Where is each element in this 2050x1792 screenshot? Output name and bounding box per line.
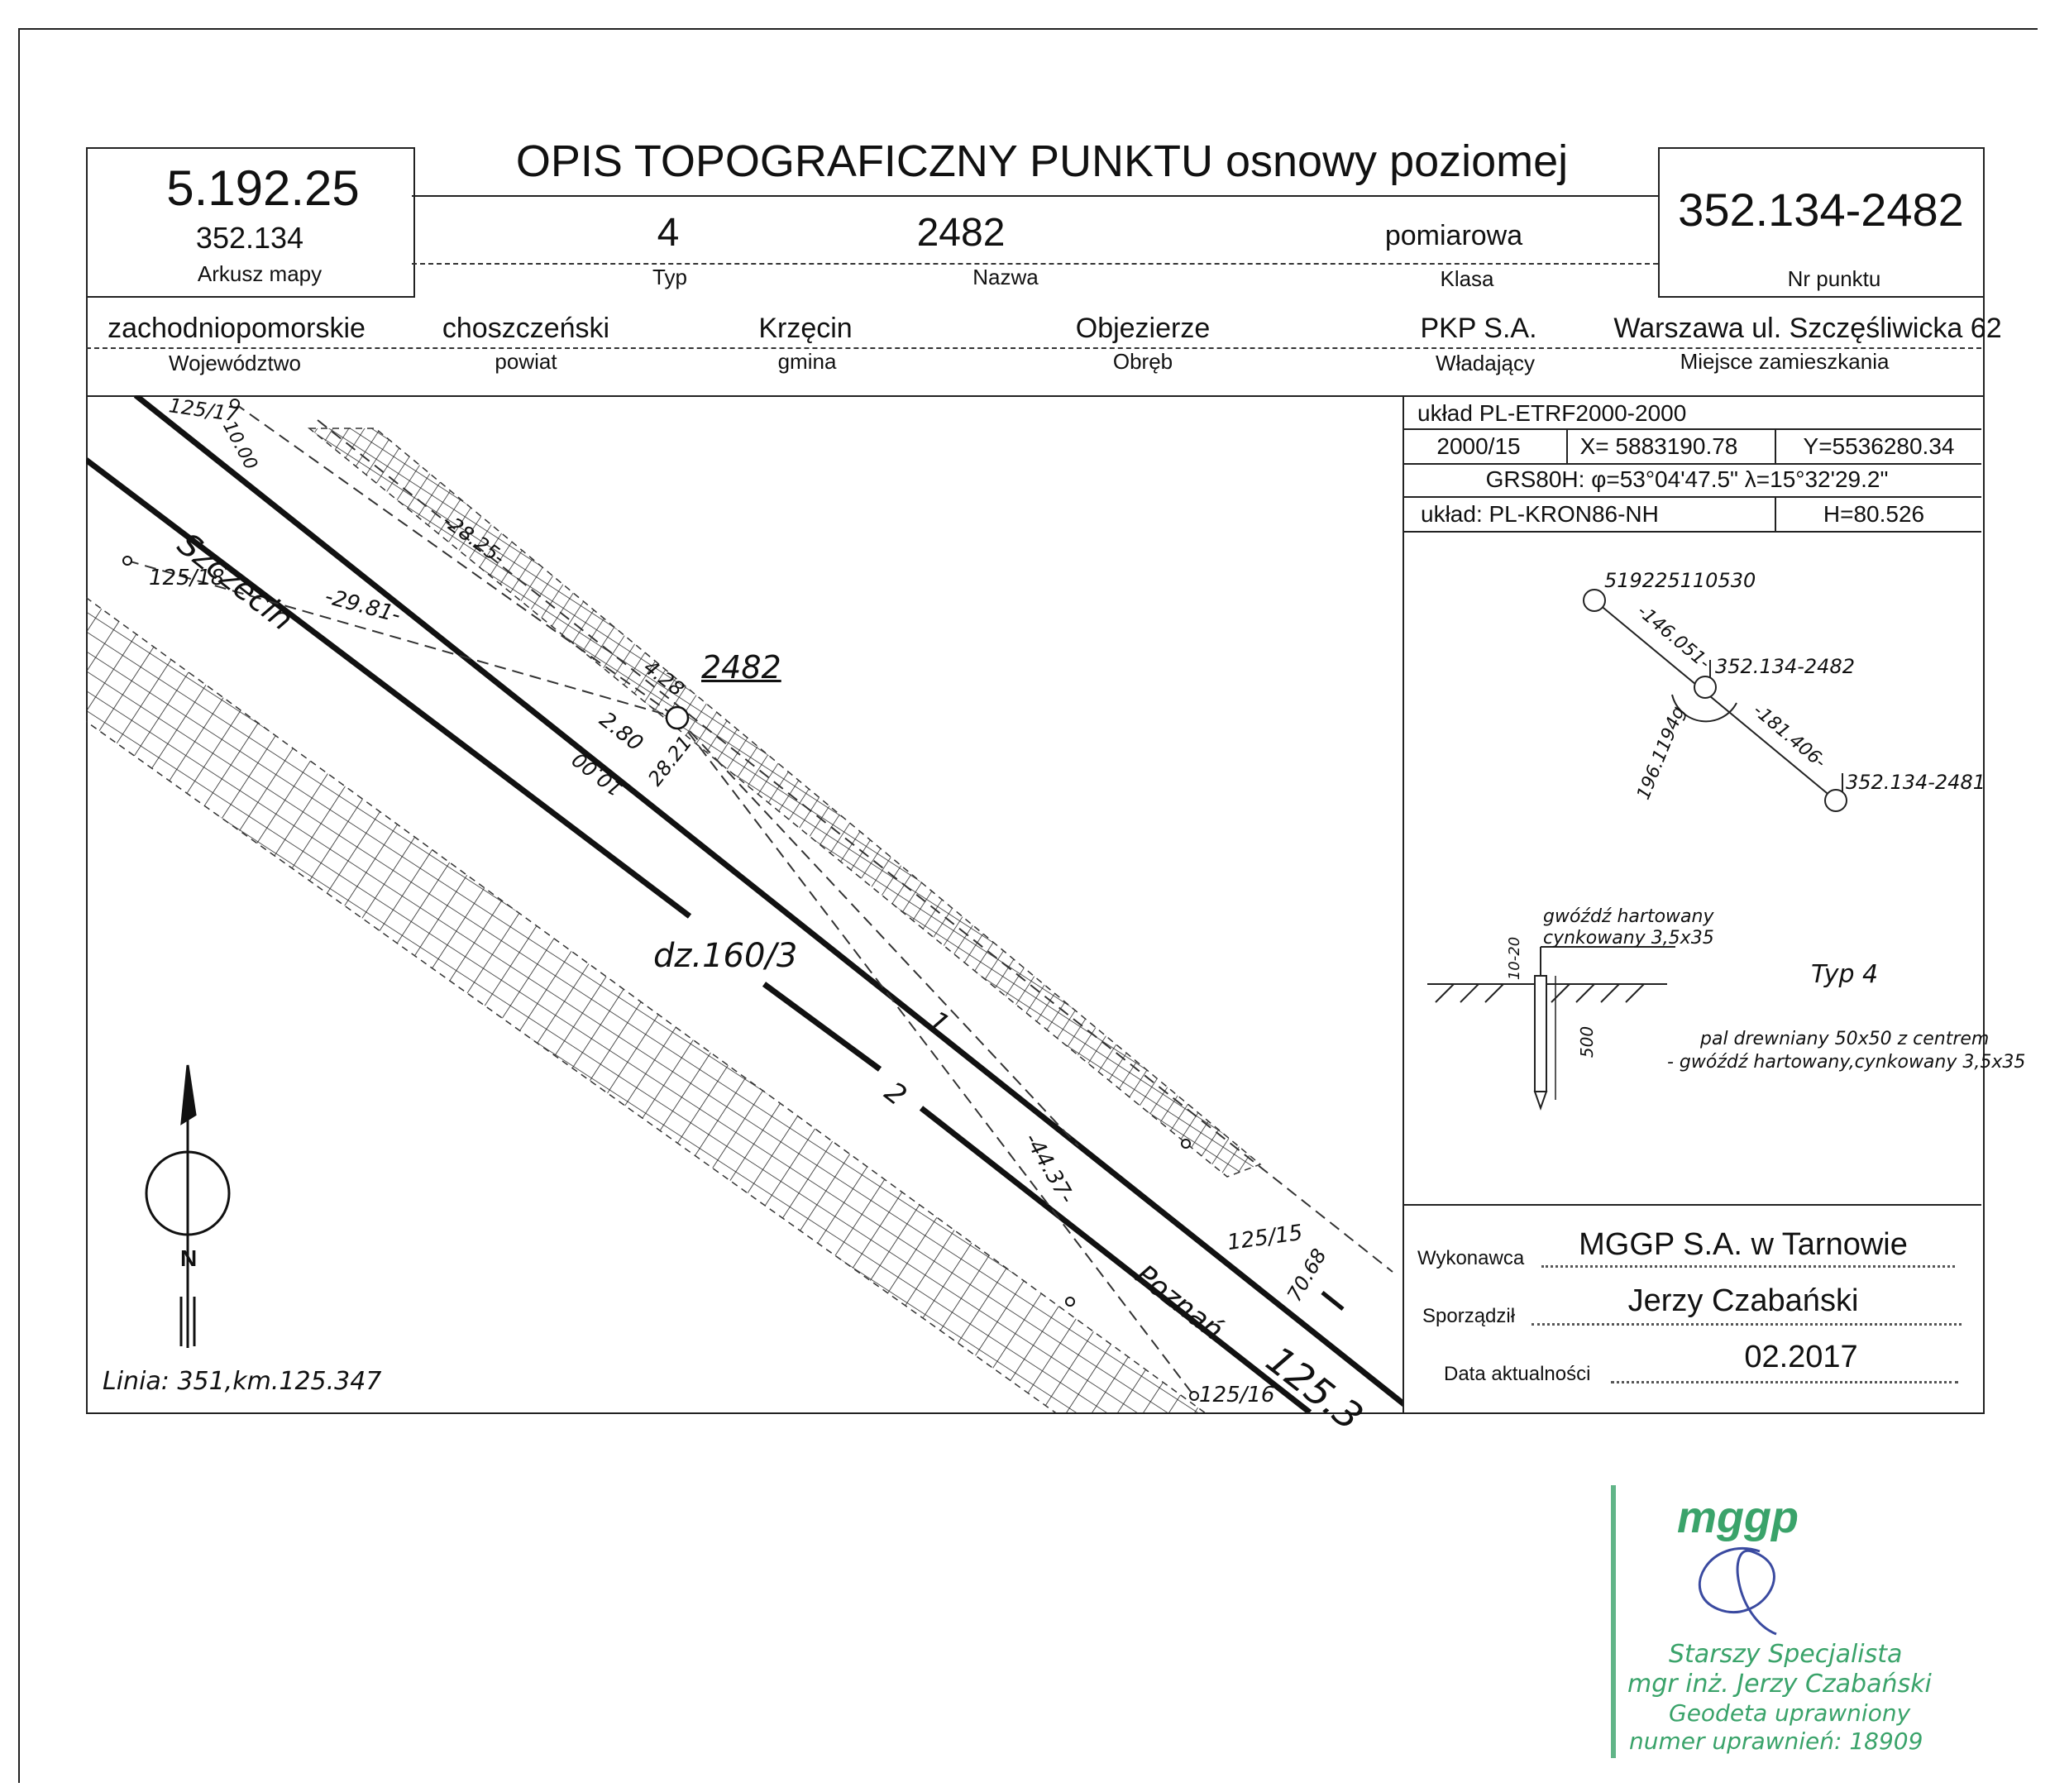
track-line-1 bbox=[133, 395, 1403, 1407]
marker-desc-1: pal drewniany 50x50 z centrem bbox=[1700, 1029, 1990, 1049]
page-title: OPIS TOPOGRAFICZNY PUNKTU osnowy poziome… bbox=[515, 136, 1569, 186]
coord-height-system: układ: PL-KRON86-NH bbox=[1421, 501, 1659, 527]
location-bottom-rule bbox=[86, 395, 1983, 397]
marker-drawing bbox=[1427, 946, 1675, 1111]
point-2482-label: 2482 bbox=[701, 649, 781, 686]
class-value: pomiarowa bbox=[1384, 220, 1523, 251]
orient-point-2: 352.134-2482 bbox=[1715, 655, 1855, 678]
north-arrow bbox=[145, 1064, 231, 1348]
owner-value: PKP S.A. bbox=[1420, 313, 1537, 344]
sketch-drawing bbox=[86, 395, 1403, 1412]
stamp-bar bbox=[1611, 1485, 1616, 1758]
type-value: 4 bbox=[657, 211, 680, 255]
coord-system: układ PL-ETRF2000-2000 bbox=[1417, 400, 1687, 426]
point-number: 352.134-2482 bbox=[1678, 184, 1964, 236]
coord-x: X= 5883190.78 bbox=[1579, 433, 1738, 459]
voivodeship-label: Województwo bbox=[169, 351, 301, 375]
track-line-2c bbox=[919, 1106, 1312, 1412]
voivodeship-value: zachodniopomorskie bbox=[108, 313, 366, 344]
marker-desc-2: - gwóźdź hartowany,cynkowany 3,5x35 bbox=[1667, 1052, 2026, 1073]
date-label: Data aktualności bbox=[1444, 1363, 1591, 1385]
map-sheet-number: 352.134 bbox=[195, 221, 304, 255]
date-value: 02.2017 bbox=[1744, 1340, 1858, 1374]
coord-col-1 bbox=[1566, 428, 1568, 463]
name-label: Nazwa bbox=[972, 265, 1039, 289]
signature bbox=[1698, 1546, 1777, 1636]
precinct-value: Objezierze bbox=[1075, 313, 1211, 344]
stamp-line-4: numer uprawnień: 18909 bbox=[1629, 1727, 1923, 1755]
map-sheet-code: 5.192.25 bbox=[166, 160, 360, 216]
point-125-15 bbox=[1181, 1139, 1191, 1149]
point-125-16 bbox=[1189, 1391, 1199, 1401]
stamp-line-3: Geodeta uprawniony bbox=[1669, 1699, 1911, 1727]
coord-grs: GRS80H: φ=53°04'47.5" λ=15°32'29.2" bbox=[1485, 466, 1889, 492]
author-dots bbox=[1532, 1323, 1962, 1326]
stamp-line-2: mgr inż. Jerzy Czabański bbox=[1627, 1670, 1932, 1699]
point-number-label: Nr punktu bbox=[1787, 266, 1881, 291]
commune-label: gmina bbox=[777, 349, 837, 374]
precinct-label: Obręb bbox=[1112, 349, 1173, 374]
location-dashed-rule bbox=[86, 347, 1981, 349]
page-frame bbox=[18, 28, 2038, 1783]
measurement-lines bbox=[127, 403, 1393, 1397]
name-value: 2482 bbox=[916, 211, 1006, 255]
coord-rule-3 bbox=[1403, 496, 1981, 498]
stamp-logo: mggp bbox=[1677, 1493, 1799, 1542]
class-label: Klasa bbox=[1440, 266, 1494, 291]
residence-label: Miejsce zamieszkania bbox=[1680, 349, 1890, 374]
date-dots bbox=[1611, 1381, 1958, 1383]
map-sheet-label: Arkusz mapy bbox=[197, 261, 323, 286]
parcel-label: dz.160/3 bbox=[653, 937, 798, 975]
coord-zone: 2000/15 bbox=[1436, 433, 1521, 459]
label-125-18: 125/18 bbox=[149, 566, 225, 590]
track-line-2 bbox=[86, 457, 692, 919]
marker-nail-2: cynkowany 3,5x35 bbox=[1543, 928, 1714, 949]
orient-point-1: 519225110530 bbox=[1604, 569, 1756, 592]
coord-rule-1 bbox=[1403, 428, 1981, 430]
marker-nail: gwóźdź hartowany bbox=[1543, 906, 1714, 927]
stamp-line-1: Starszy Specjalista bbox=[1669, 1640, 1903, 1669]
point-number-box bbox=[1658, 147, 1985, 298]
contractor-value: MGGP S.A. w Tarnowie bbox=[1579, 1227, 1908, 1262]
site-sketch bbox=[86, 395, 1403, 1412]
county-value: choszczeński bbox=[442, 313, 610, 344]
owner-label: Władający bbox=[1436, 351, 1535, 375]
county-label: powiat bbox=[495, 349, 557, 374]
panel-divider bbox=[1403, 395, 1404, 1412]
footer-rule bbox=[1403, 1204, 1981, 1206]
point-2482-marker bbox=[665, 705, 690, 730]
coord-y: Y=5536280.34 bbox=[1803, 433, 1955, 459]
coord-height: H=80.526 bbox=[1823, 501, 1925, 527]
map-sheet-box bbox=[86, 147, 415, 298]
type-label: Typ bbox=[652, 265, 687, 289]
header-dashed-rule bbox=[412, 263, 1658, 265]
marker-depth: 10-20 bbox=[1506, 936, 1524, 981]
point-125-18 bbox=[122, 556, 132, 566]
point-sketch-extra bbox=[1065, 1297, 1075, 1307]
form-frame bbox=[86, 147, 1985, 1414]
residence-value: Warszawa ul. Szczęśliwicka 62 bbox=[1613, 313, 2002, 344]
north-label: N bbox=[180, 1245, 198, 1271]
coord-rule-2 bbox=[1403, 463, 1981, 465]
marker-length: 500 bbox=[1577, 1025, 1598, 1058]
author-label: Sporządził bbox=[1422, 1305, 1516, 1327]
author-value: Jerzy Czabański bbox=[1627, 1283, 1859, 1318]
coord-rule-4 bbox=[1403, 531, 1981, 533]
orientation-diagram bbox=[1583, 589, 1847, 812]
surveyor-stamp: mggp Starszy Specjalista mgr inż. Jerzy … bbox=[1611, 1485, 1932, 1758]
commune-value: Krzęcin bbox=[758, 313, 853, 344]
line-info: Linia: 351,km.125.347 bbox=[103, 1367, 382, 1396]
embankment-upper bbox=[307, 428, 1262, 1178]
km-tick bbox=[1321, 1291, 1345, 1311]
title-rule bbox=[412, 195, 1658, 197]
point-125-17 bbox=[230, 399, 240, 409]
orient-point-3: 352.134-2481 bbox=[1846, 771, 1985, 794]
coord-col-3 bbox=[1775, 496, 1776, 531]
coord-col-2 bbox=[1775, 428, 1776, 463]
contractor-dots bbox=[1541, 1265, 1955, 1268]
label-125-16: 125/16 bbox=[1199, 1383, 1275, 1407]
contractor-label: Wykonawca bbox=[1417, 1247, 1525, 1269]
track-line-2b bbox=[762, 982, 882, 1072]
marker-type: Typ 4 bbox=[1811, 960, 1879, 989]
